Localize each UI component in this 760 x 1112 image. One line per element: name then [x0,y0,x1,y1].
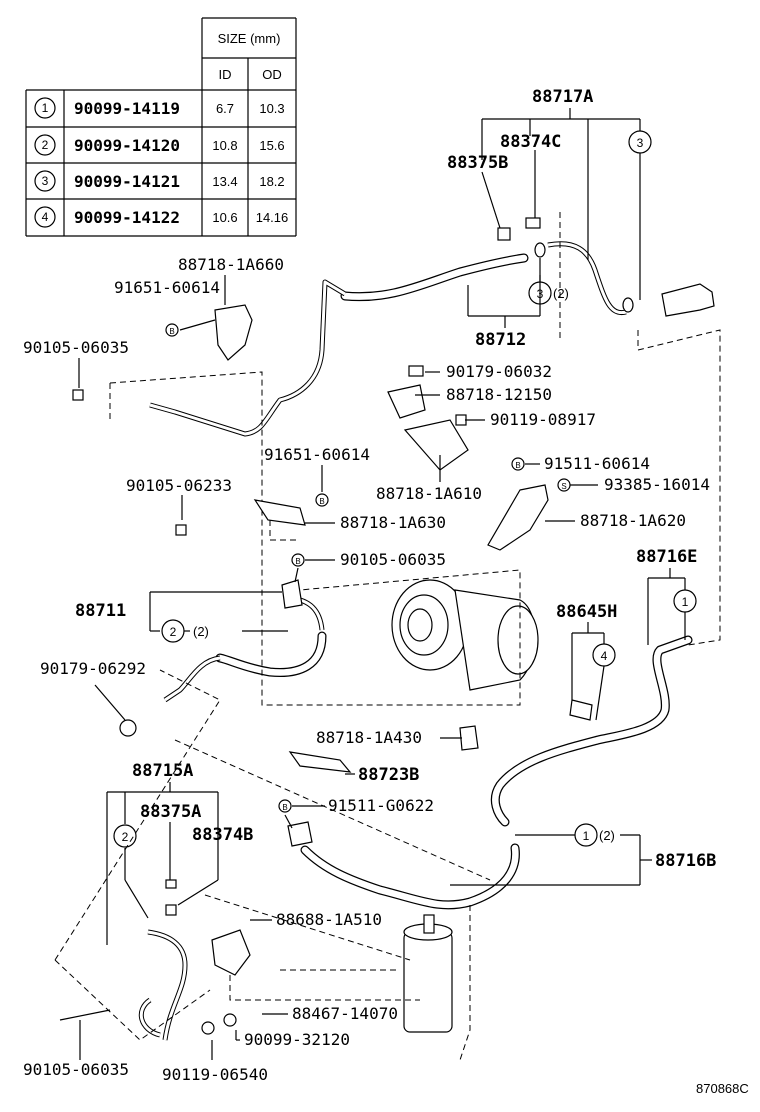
label-91651-60614-mid: 91651-60614 [264,445,370,464]
table-row-2-part: 90099-14120 [74,136,180,155]
label-88723B: 88723B [358,765,419,785]
label-88718-1A610: 88718-1A610 [376,484,482,503]
label-88467-14070: 88467-14070 [292,1004,398,1023]
table-row-1-od: 10.3 [259,101,284,116]
label-90119-06540: 90119-06540 [162,1065,268,1084]
receiver-dryer [403,914,453,1033]
table-row-4-number: 4 [42,210,49,224]
callout-1-right: 1 [682,595,689,609]
part-labels: 88717A 88374C 88375B 88712 88718-1A660 9… [23,87,749,1096]
table-row-3-od: 18.2 [259,174,284,189]
compressor [391,579,539,691]
label-90105-06233: 90105-06233 [126,476,232,495]
callout-3-mid: 3 [537,287,544,301]
label-90179-06032: 90179-06032 [446,362,552,381]
label-88718-1A630: 88718-1A630 [340,513,446,532]
marker-b-4: B [515,461,520,470]
label-88711: 88711 [75,601,126,621]
label-88645H: 88645H [556,602,617,622]
callout-3-top: 3 [637,136,644,150]
oring-size-table: SIZE (mm) ID OD 1 90099-14119 6.7 10.3 2… [25,17,297,237]
label-88688-1A510: 88688-1A510 [276,910,382,929]
label-90179-06292: 90179-06292 [40,659,146,678]
callout-1-lower-qty: (2) [599,828,615,843]
table-row-2-number: 2 [42,138,49,152]
table-row-4-od: 14.16 [256,210,289,225]
label-90105-06035-top: 90105-06035 [23,338,129,357]
table-row-4-part: 90099-14122 [74,208,180,227]
table-row-1-part: 90099-14119 [74,99,180,118]
leader-lines [78,108,686,1060]
label-88712: 88712 [475,330,526,350]
label-88374C: 88374C [500,132,561,152]
table-header-od: OD [262,67,282,82]
callout-4: 4 [601,649,608,663]
label-88716B: 88716B [655,851,716,871]
label-88715A: 88715A [132,761,193,781]
label-90099-32120: 90099-32120 [244,1030,350,1049]
marker-b-5: B [282,803,287,812]
marker-b-1: B [169,327,174,336]
label-88717A: 88717A [532,87,593,107]
table-row-1-number: 1 [42,101,49,115]
marker-b-2: B [319,497,324,506]
label-88718-12150: 88718-12150 [446,385,552,404]
label-93385-16014: 93385-16014 [604,475,710,494]
reference-code: 870868C [696,1081,749,1096]
callout-3-mid-qty: (2) [553,286,569,301]
callout-1-lower: 1 [583,829,590,843]
table-row-3-part: 90099-14121 [74,172,180,191]
marker-s: S [561,482,566,491]
table-row-1-id: 6.7 [216,101,234,116]
label-91651-60614-top: 91651-60614 [114,278,220,297]
label-88718-1A430: 88718-1A430 [316,728,422,747]
table-row-2-id: 10.8 [212,138,237,153]
table-row-2-od: 15.6 [259,138,284,153]
label-90105-06035-bottom: 90105-06035 [23,1060,129,1079]
callouts: 3 3 (2) 1 2 (2) 4 2 1 (2) B B B B B S [113,130,697,848]
label-90105-06035-mid: 90105-06035 [340,550,446,569]
label-88374B: 88374B [192,825,253,845]
label-88375B: 88375B [447,153,508,173]
callout-2-lower: 2 [122,830,129,844]
table-header-size: SIZE (mm) [218,31,281,46]
callout-2-left: 2 [170,625,177,639]
marker-b-3: B [295,557,300,566]
piping-drawing [54,212,721,1061]
table-row-3-number: 3 [42,174,49,188]
label-91511-60614: 91511-60614 [544,454,650,473]
callout-2-left-qty: (2) [193,624,209,639]
label-91511-G0622: 91511-G0622 [328,796,434,815]
label-88718-1A620: 88718-1A620 [580,511,686,530]
label-88718-1A660: 88718-1A660 [178,255,284,274]
label-88716E: 88716E [636,547,697,567]
table-row-4-id: 10.6 [212,210,237,225]
table-header-id: ID [219,67,232,82]
label-88375A: 88375A [140,802,201,822]
label-90119-08917: 90119-08917 [490,410,596,429]
table-row-3-id: 13.4 [212,174,237,189]
